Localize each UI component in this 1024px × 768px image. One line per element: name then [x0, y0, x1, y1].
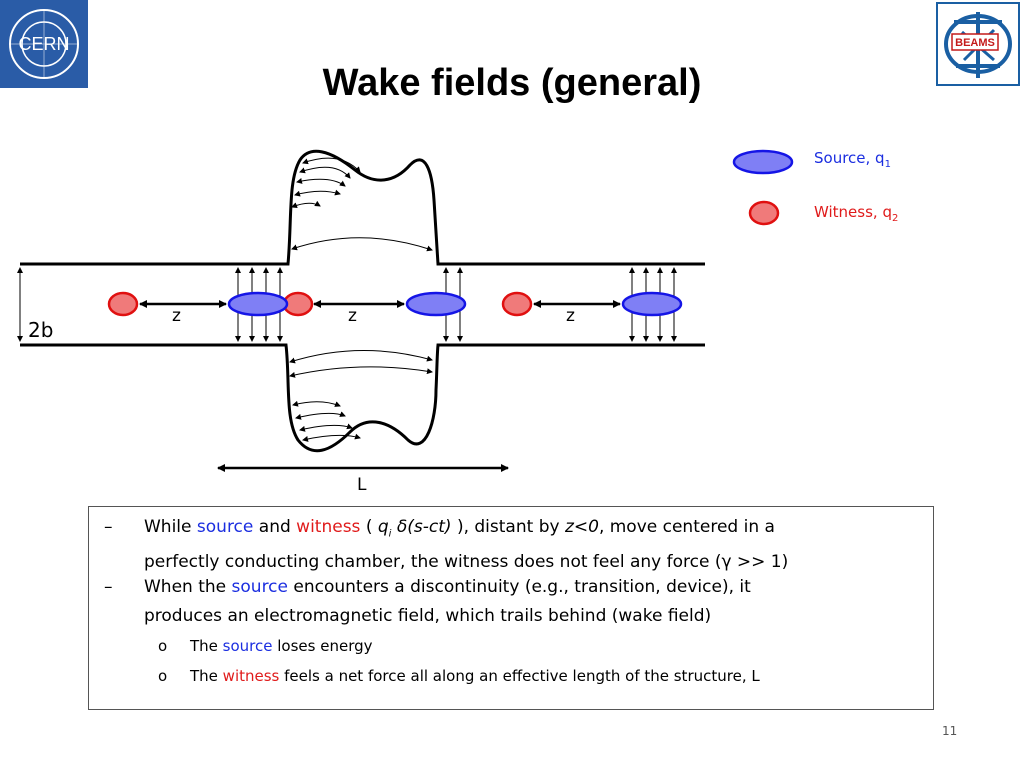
explanation-box — [88, 506, 934, 710]
source-bunches — [227, 291, 683, 317]
source-bunch — [621, 291, 683, 317]
upper-field-lines — [291, 157, 433, 252]
cern-logo: CERN — [0, 0, 88, 88]
beams-logo: BEAMS — [936, 2, 1020, 86]
circle-bullet-icon: o — [158, 637, 168, 655]
legend-source-marker — [732, 149, 794, 175]
distance-label: z — [348, 306, 357, 326]
wake-field-diagram — [17, 149, 794, 472]
page-number: 11 — [942, 724, 958, 738]
legend-witness-marker — [748, 200, 780, 226]
chamber-walls — [20, 149, 705, 453]
dash-bullet-icon: – — [104, 517, 113, 537]
legend-witness-label: Witness, q2 — [814, 203, 899, 224]
distance-label: z — [172, 306, 181, 326]
cern-logo-text: CERN — [18, 34, 69, 54]
distance-label: z — [566, 306, 575, 326]
lower-field-lines — [289, 349, 433, 442]
dash-bullet-icon: – — [104, 577, 113, 597]
witness-bunch — [501, 291, 533, 317]
slide-title: Wake fields (general) — [322, 62, 702, 104]
length-label: L — [357, 475, 367, 495]
source-bunch — [227, 291, 289, 317]
aperture-label: 2b — [28, 318, 54, 342]
circle-bullet-icon: o — [158, 667, 168, 685]
legend-source-label: Source, q1 — [814, 149, 891, 170]
witness-bunches — [107, 291, 533, 317]
beams-logo-text: BEAMS — [955, 37, 995, 49]
witness-bunch — [107, 291, 139, 317]
source-bunch — [405, 291, 467, 317]
